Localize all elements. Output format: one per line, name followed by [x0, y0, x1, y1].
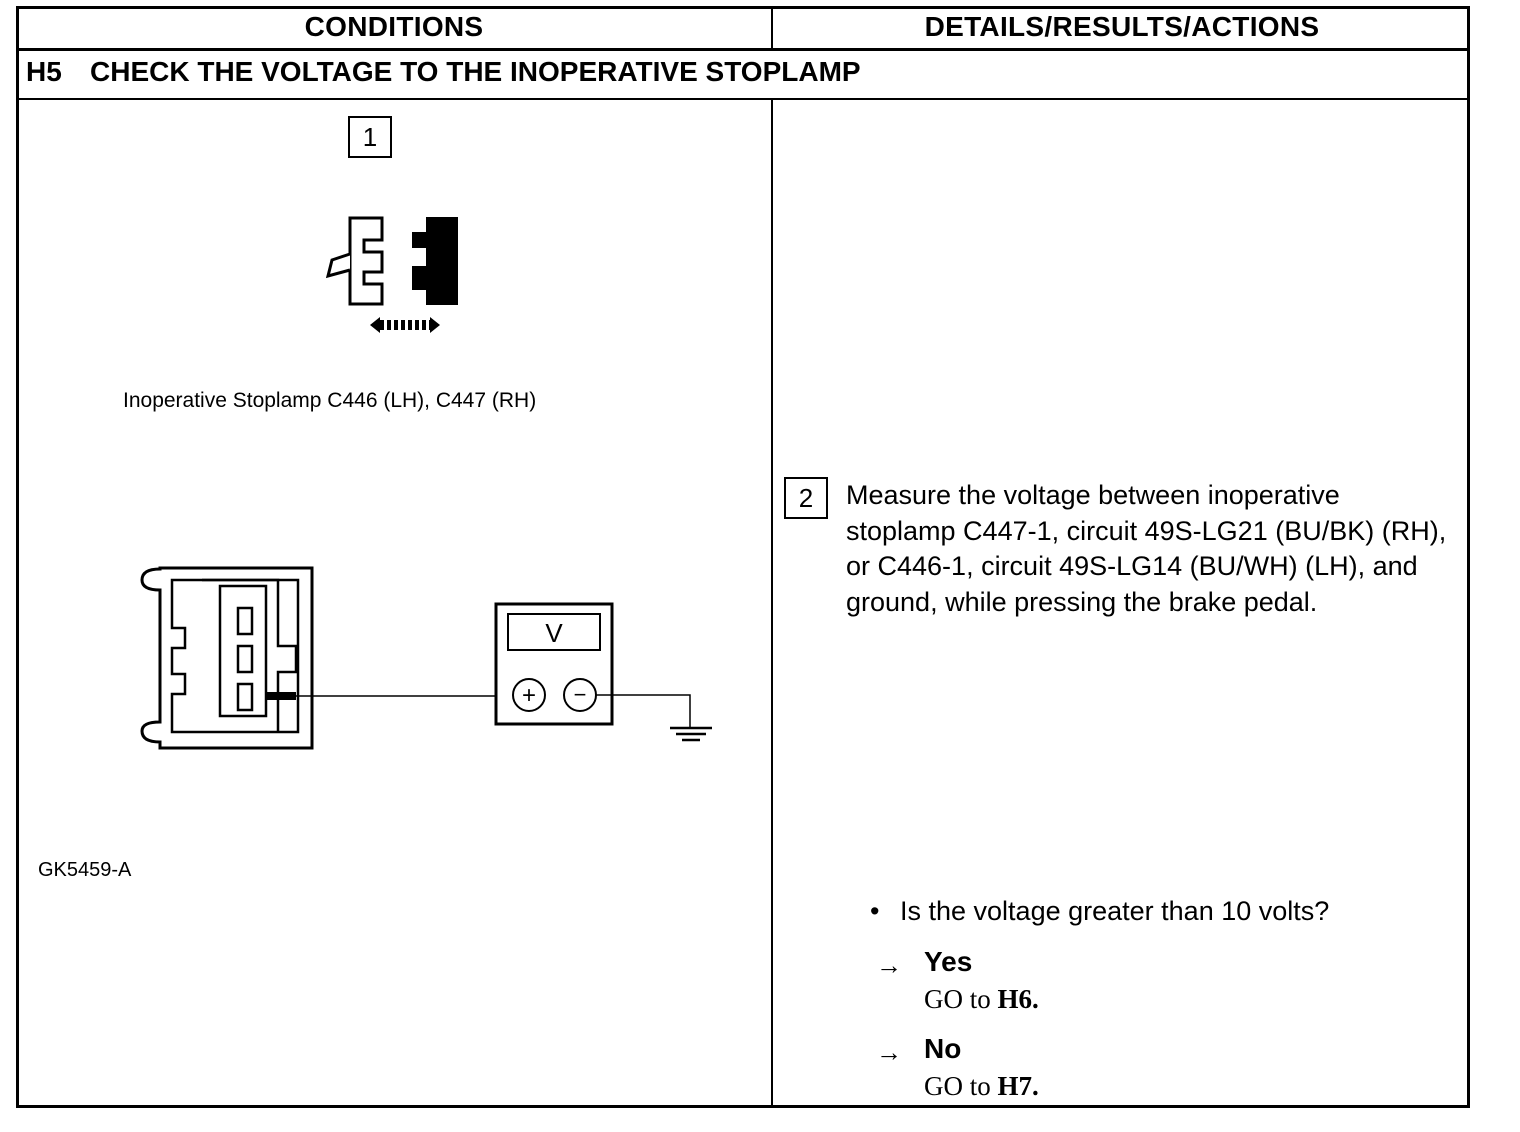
- voltage-test-illustration: V + −: [140, 566, 712, 750]
- disconnect-arrow-icon: [370, 317, 440, 333]
- callout-1: 1: [348, 116, 392, 158]
- terminal-2: [236, 644, 254, 674]
- procedure-table: [16, 6, 1470, 1108]
- yes-goto-target[interactable]: H6.: [997, 984, 1039, 1014]
- probe-tip: [266, 692, 296, 700]
- voltmeter: V + −: [494, 602, 614, 726]
- yes-goto: GO to H6.: [924, 984, 1039, 1015]
- figure-caption: Inoperative Stoplamp C446 (LH), C447 (RH…: [123, 389, 537, 412]
- terminal-3: [236, 606, 254, 636]
- connector-male-half: [412, 217, 458, 305]
- header-divider: [771, 6, 773, 51]
- conditions-header: CONDITIONS: [304, 11, 484, 42]
- ground-icon: [670, 726, 712, 742]
- no-label: No: [924, 1033, 962, 1064]
- callout-2: 2: [784, 477, 828, 519]
- no-goto-target[interactable]: H7.: [997, 1071, 1039, 1101]
- step-id: H5: [26, 56, 62, 87]
- yes-goto-text: GO to: [924, 984, 998, 1014]
- action-instruction: Measure the voltage between inoperative …: [846, 480, 1447, 617]
- step-title-row: H5 CHECK THE VOLTAGE TO THE INOPERATIVE S…: [16, 48, 1470, 100]
- connector-disconnect-illustration: [325, 216, 458, 333]
- question-text: Is the voltage greater than 10 volts?: [900, 896, 1330, 926]
- step-heading: H5 CHECK THE VOLTAGE TO THE INOPERATIVE S…: [26, 56, 861, 88]
- table-header-row: CONDITIONS DETAILS/RESULTS/ACTIONS: [16, 6, 1470, 51]
- connector-female-half: [325, 216, 384, 306]
- no-goto: GO to H7.: [924, 1071, 1039, 1102]
- bullet-icon: •: [870, 896, 880, 926]
- step-title: CHECK THE VOLTAGE TO THE INOPERATIVE STO…: [90, 56, 861, 87]
- column-divider: [771, 100, 773, 1108]
- figure-id: GK5459-A: [38, 859, 132, 881]
- terminal-1: [236, 682, 254, 712]
- no-arrow-icon: →: [876, 1037, 902, 1067]
- connector-face: [140, 566, 314, 750]
- yes-arrow-icon: →: [876, 950, 902, 980]
- minus-terminal-icon: −: [574, 682, 587, 707]
- details-header: DETAILS/RESULTS/ACTIONS: [924, 11, 1320, 42]
- yes-label: Yes: [924, 946, 973, 977]
- plus-terminal-icon: +: [522, 682, 536, 709]
- negative-lead: [596, 694, 691, 728]
- meter-label: V: [545, 618, 563, 648]
- no-goto-text: GO to: [924, 1071, 998, 1101]
- result-question: • Is the voltage greater than 10 volts?: [870, 896, 1329, 927]
